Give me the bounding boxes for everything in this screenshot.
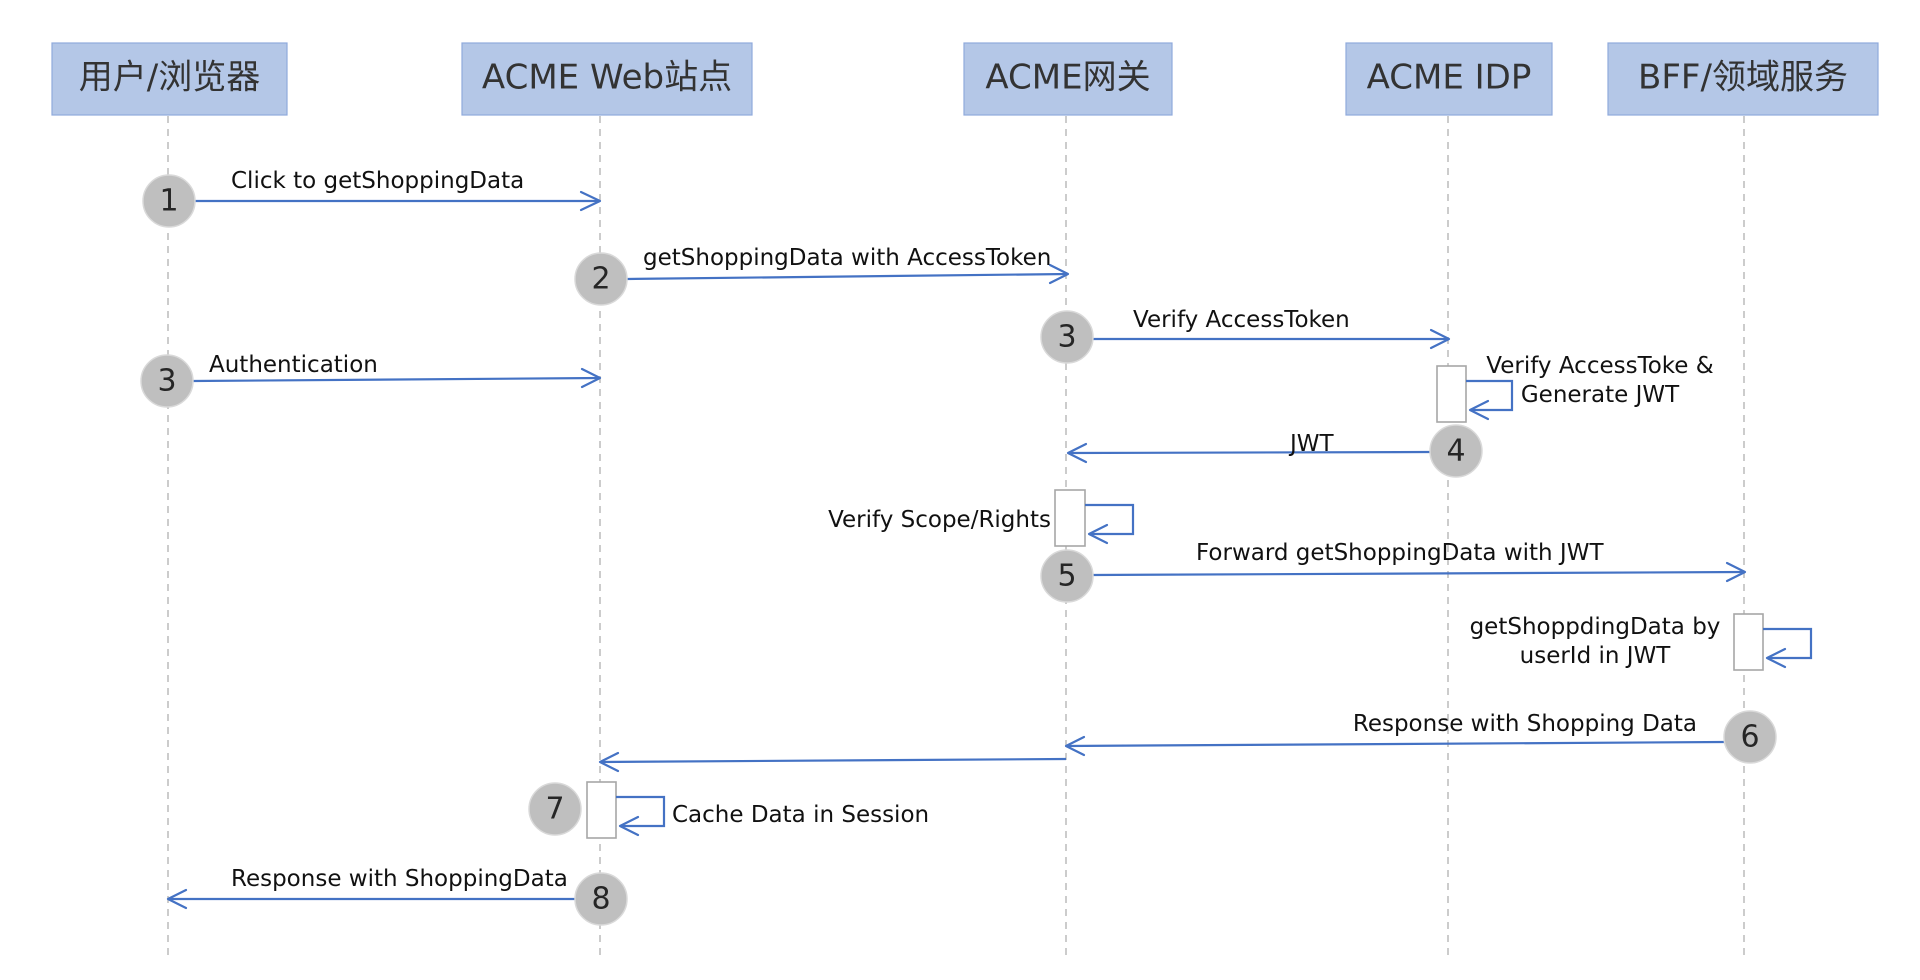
message-1: Click to getShoppingData 1 xyxy=(142,168,602,228)
participant-gateway: ACME网关 xyxy=(963,42,1173,116)
lifelines xyxy=(167,116,1745,955)
message-3-label: Verify AccessToken xyxy=(1133,307,1350,333)
message-1-arrowhead xyxy=(579,190,602,212)
self-call-web: Cache Data in Session 7 xyxy=(528,781,929,839)
self-call-idp-loop xyxy=(1466,379,1514,412)
message-5-line xyxy=(1092,570,1746,577)
self-call-idp: Verify AccessToke & Generate JWT xyxy=(1436,353,1714,423)
message-2: getShoppingData with AccessToken 2 xyxy=(574,245,1070,306)
message-5: Forward getShoppingData with JWT 5 xyxy=(1040,540,1747,603)
self-call-bff-arrowhead xyxy=(1765,647,1787,669)
message-1-label: Click to getShoppingData xyxy=(231,168,524,194)
message-8-arrowhead xyxy=(166,888,188,910)
step-6-badge xyxy=(1723,710,1777,764)
self-call-gateway: Verify Scope/Rights xyxy=(828,489,1135,547)
self-call-bff-loop xyxy=(1763,627,1813,660)
participant-box-idp xyxy=(1345,42,1553,116)
activation-bff xyxy=(1733,613,1764,671)
activation-idp xyxy=(1436,365,1467,423)
step-3-number: 3 xyxy=(1057,320,1076,355)
message-authentication-arrowhead xyxy=(580,367,602,389)
message-6: Response with Shopping Data 6 xyxy=(598,710,1777,773)
participant-user: 用户/浏览器 xyxy=(51,42,288,116)
participant-headers: 用户/浏览器 ACME Web站点 ACME网关 ACME IDP BFF/领域… xyxy=(51,42,1879,116)
participant-box-web xyxy=(461,42,753,116)
participant-box-user xyxy=(51,42,288,116)
self-call-gateway-arrowhead xyxy=(1087,523,1109,545)
self-call-idp-label-line-1: Verify AccessToke & xyxy=(1486,353,1713,379)
participant-box-gateway xyxy=(963,42,1173,116)
self-call-gateway-loop xyxy=(1085,503,1135,536)
self-call-bff: getShoppdingData by userId in JWT xyxy=(1470,613,1813,671)
participant-label-gateway: ACME网关 xyxy=(985,58,1150,98)
message-6-line-gateway-to-web xyxy=(599,757,1067,764)
self-call-web-arrowhead xyxy=(618,815,640,837)
step-8-number: 8 xyxy=(591,882,610,917)
message-6-label: Response with Shopping Data xyxy=(1353,711,1697,737)
participant-label-web: ACME Web站点 xyxy=(482,58,732,98)
message-4-label: JWT xyxy=(1288,431,1335,457)
self-call-bff-label-line-2: userId in JWT xyxy=(1520,643,1672,669)
self-call-idp-label-line-2: Generate JWT xyxy=(1521,382,1680,408)
message-4-arrowhead xyxy=(1066,442,1088,464)
message-3-arrowhead xyxy=(1429,328,1451,350)
message-5-arrowhead xyxy=(1725,561,1747,583)
step-1-badge xyxy=(142,174,196,228)
step-4-number: 4 xyxy=(1446,434,1465,469)
participant-box-bff xyxy=(1607,42,1879,116)
message-2-line xyxy=(626,272,1069,281)
step-4-badge xyxy=(1429,424,1483,478)
step-6-number: 6 xyxy=(1740,720,1759,755)
self-call-idp-arrowhead xyxy=(1468,399,1490,421)
step-8-badge xyxy=(574,872,628,926)
activation-gateway xyxy=(1054,489,1086,547)
participant-idp: ACME IDP xyxy=(1345,42,1553,116)
message-6-line-bff-to-gateway xyxy=(1065,740,1725,748)
message-3: Verify AccessToken 3 xyxy=(1040,307,1451,364)
step-3-badge xyxy=(1040,310,1094,364)
message-8: Response with ShoppingData 8 xyxy=(166,866,628,926)
self-call-web-label: Cache Data in Session xyxy=(672,802,929,828)
participant-web: ACME Web站点 xyxy=(461,42,753,116)
message-6-arrowhead-gateway xyxy=(1064,735,1086,757)
participant-bff: BFF/领域服务 xyxy=(1607,42,1879,116)
participant-label-bff: BFF/领域服务 xyxy=(1638,58,1848,98)
activation-web xyxy=(586,781,617,839)
step-5-number: 5 xyxy=(1057,559,1076,594)
step-7-number: 7 xyxy=(545,792,564,827)
self-call-web-loop xyxy=(616,795,666,828)
message-6-arrowhead-web xyxy=(598,751,620,773)
message-5-label: Forward getShoppingData with JWT xyxy=(1196,540,1604,566)
message-authentication-label: Authentication xyxy=(209,352,378,378)
message-authentication: Authentication 3 xyxy=(140,352,602,408)
self-call-bff-label-line-1: getShoppdingData by xyxy=(1470,614,1721,640)
message-4-line xyxy=(1067,450,1431,455)
step-7-badge xyxy=(528,782,582,836)
participant-label-user: 用户/浏览器 xyxy=(79,58,260,98)
step-5-badge xyxy=(1040,549,1094,603)
message-4: JWT 4 xyxy=(1066,424,1483,478)
step-3-auth-badge xyxy=(140,354,194,408)
message-2-label: getShoppingData with AccessToken xyxy=(643,245,1051,271)
message-authentication-line xyxy=(192,376,601,383)
step-2-badge xyxy=(574,252,628,306)
step-3-auth-number: 3 xyxy=(157,364,176,399)
step-2-number: 2 xyxy=(591,262,610,297)
message-8-label: Response with ShoppingData xyxy=(231,866,568,892)
step-1-number: 1 xyxy=(159,184,178,219)
message-2-arrowhead xyxy=(1048,263,1070,285)
self-call-gateway-label: Verify Scope/Rights xyxy=(828,507,1051,533)
participant-label-idp: ACME IDP xyxy=(1367,58,1532,98)
